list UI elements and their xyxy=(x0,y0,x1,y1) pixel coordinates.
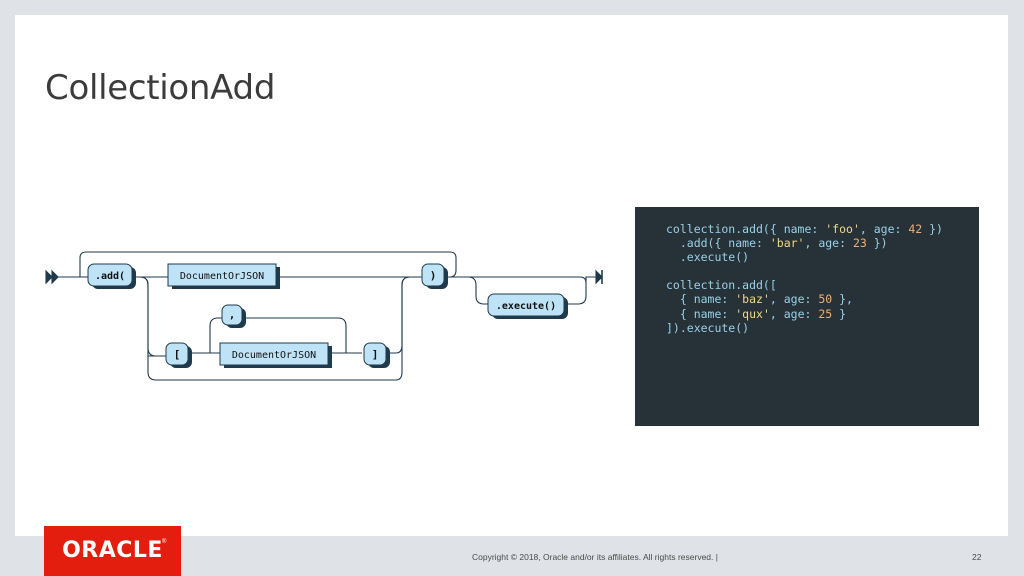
nonterminal-document-label: DocumentOrJSON xyxy=(180,271,264,282)
code-line: collection.add([ xyxy=(666,278,777,293)
end-marker xyxy=(595,269,603,285)
start-marker xyxy=(45,269,59,285)
code-panel xyxy=(635,207,979,426)
terminal-close-paren-label: ) xyxy=(430,269,437,282)
logo-trademark: ® xyxy=(162,539,167,545)
railroad-diagram: .add( DocumentOrJSON ) .execute() [ , Do… xyxy=(45,251,603,381)
code-line: .execute() xyxy=(666,250,750,265)
terminal-comma-label: , xyxy=(229,308,236,321)
nonterminal-document-2: DocumentOrJSON xyxy=(219,342,332,368)
page-number: 22 xyxy=(972,552,982,562)
code-line: { name: 'baz', age: 50 }, xyxy=(666,292,853,307)
terminal-execute: .execute() xyxy=(487,293,568,319)
terminal-execute-label: .execute() xyxy=(496,301,556,312)
terminal-comma: , xyxy=(221,304,246,328)
oracle-logo: ORACLE ® xyxy=(44,526,181,576)
terminal-add: .add( xyxy=(87,263,136,289)
nonterminal-document-2-label: DocumentOrJSON xyxy=(232,350,316,361)
logo-text: ORACLE xyxy=(62,538,163,563)
nonterminal-document: DocumentOrJSON xyxy=(167,263,280,289)
code-block: collection.add({ name: 'foo', age: 42 })… xyxy=(666,222,943,335)
terminal-close-paren: ) xyxy=(421,263,448,289)
copyright-text: Copyright © 2018, Oracle and/or its affi… xyxy=(472,552,718,562)
code-line: .add({ name: 'bar', age: 23 }) xyxy=(666,236,888,251)
terminal-open-bracket-label: [ xyxy=(174,348,181,361)
code-line: collection.add({ name: 'foo', age: 42 }) xyxy=(666,222,943,236)
terminal-close-bracket: ] xyxy=(363,342,390,368)
code-line: ]).execute() xyxy=(666,320,750,335)
terminal-close-bracket-label: ] xyxy=(372,348,379,361)
terminal-open-bracket: [ xyxy=(165,342,192,368)
terminal-add-label: .add( xyxy=(95,271,125,282)
slide-title: CollectionAdd xyxy=(45,68,276,108)
code-line: { name: 'qux', age: 25 } xyxy=(666,306,847,321)
